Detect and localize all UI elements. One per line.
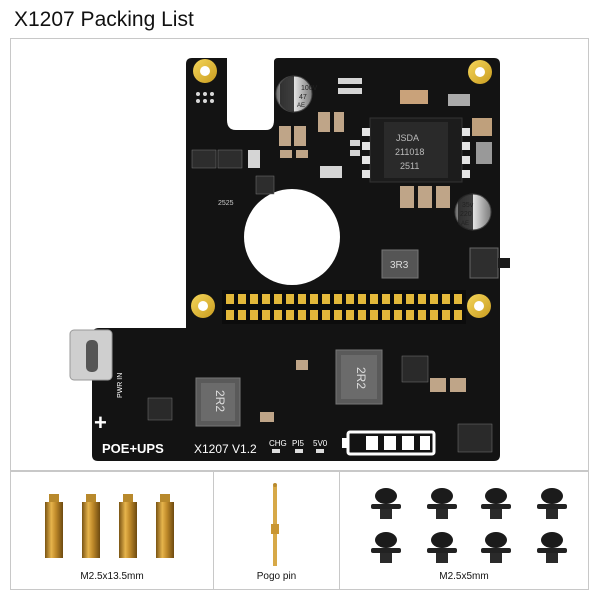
gpio-pin [274, 310, 282, 320]
pogo-pin-icon [271, 483, 279, 566]
screw [371, 532, 401, 563]
gpio-pin [238, 294, 246, 304]
accessories-panel: M2.5x13.5mm Pogo pin M2.5x5mm [10, 471, 589, 590]
battery-icon [342, 430, 436, 456]
inductor-right [335, 349, 383, 405]
gpio-pin [430, 294, 438, 304]
gpio-pin [406, 294, 414, 304]
cap-big-voltage: 35v [462, 202, 474, 209]
board-frame [10, 38, 589, 471]
screw [537, 488, 567, 519]
inductor-3r3 [381, 249, 419, 279]
brass-standoff-icon [45, 494, 174, 558]
mount-hole-bl [191, 294, 215, 318]
gpio-pin [358, 310, 366, 320]
gpio-header [222, 290, 466, 324]
screw [427, 532, 457, 563]
inductor-left [195, 377, 241, 427]
gpio-pin [370, 310, 378, 320]
gpio-pin [418, 310, 426, 320]
pogo-cell: Pogo pin [214, 472, 340, 589]
gpio-pin [274, 294, 282, 304]
gpio-pin [430, 310, 438, 320]
standoff-cell: M2.5x13.5mm [11, 472, 214, 589]
usb-c-port [69, 329, 113, 381]
gpio-pin [226, 294, 234, 304]
gpio-pin [298, 310, 306, 320]
transformer-brand: JSDA [396, 133, 419, 143]
screw [371, 488, 401, 519]
plus-marker: + [94, 410, 107, 435]
gpio-pin [358, 294, 366, 304]
cap-small-code: AE [297, 103, 305, 109]
transformer [362, 117, 470, 183]
silk-number: 2525 [218, 200, 234, 207]
gpio-pin [418, 294, 426, 304]
gpio-pin [262, 310, 270, 320]
gpio-pin [286, 310, 294, 320]
led-chg-label: CHG [269, 439, 287, 448]
gpio-pin [454, 294, 462, 304]
gpio-pin [334, 294, 342, 304]
gpio-pin [442, 294, 450, 304]
mount-hole-br [467, 294, 491, 318]
gpio-pin [454, 310, 462, 320]
led-5v0-label: 5V0 [313, 439, 328, 448]
gpio-pin [442, 310, 450, 320]
gpio-pin [238, 310, 246, 320]
transformer-code: 211018 [395, 147, 424, 157]
gpio-pin [250, 294, 258, 304]
model-label: X1207 V1.2 [194, 442, 257, 456]
screw [537, 532, 567, 563]
pogo-label: Pogo pin [256, 571, 297, 582]
screw-label: M2.5x5mm [439, 571, 489, 582]
capacitor-small [275, 75, 313, 113]
gpio-pin [382, 294, 390, 304]
inductor-left-label: 2R2 [213, 390, 227, 412]
gpio-pin [286, 294, 294, 304]
transformer-lot: 2511 [400, 161, 419, 171]
gpio-pin [310, 310, 318, 320]
power-switch [469, 247, 510, 279]
gpio-pin [310, 294, 318, 304]
gpio-pin [346, 310, 354, 320]
cap-big-value: 220 [460, 211, 472, 218]
cap-small-value: 47 [299, 94, 307, 101]
inductor-right-label: 2R2 [354, 367, 368, 389]
gpio-pin [322, 310, 330, 320]
cap-big-code: AE [461, 221, 469, 227]
page-title: X1207 Packing List [14, 8, 194, 31]
screw [481, 488, 511, 519]
gpio-pin [382, 310, 390, 320]
gpio-pin [226, 310, 234, 320]
inductor-center-label: 3R3 [390, 260, 409, 271]
gpio-pin [370, 294, 378, 304]
capacitor-big [454, 193, 492, 231]
gpio-pin [346, 294, 354, 304]
gpio-pin [406, 310, 414, 320]
pcb-board-image: 100V 47 AE JSDA 211018 2511 35v 2 [69, 58, 510, 461]
gpio-pin [394, 310, 402, 320]
gpio-pin [250, 310, 258, 320]
screw [481, 532, 511, 563]
gpio-pin [262, 294, 270, 304]
brand-label: POE+UPS [102, 441, 164, 456]
screw [427, 488, 457, 519]
center-cutout [244, 189, 340, 285]
cap-small-voltage: 100V [301, 85, 318, 92]
black-screw-icon [371, 488, 567, 563]
gpio-pin [322, 294, 330, 304]
led-pi5-label: PI5 [292, 439, 305, 448]
gpio-pin [298, 294, 306, 304]
mount-hole-tl [193, 59, 217, 83]
mount-hole-tr [468, 60, 492, 84]
standoff-label: M2.5x13.5mm [80, 571, 144, 582]
gpio-pin [334, 310, 342, 320]
screw-cell: M2.5x5mm [340, 472, 588, 589]
gpio-pin [394, 294, 402, 304]
pwr-in-label: PWR IN [117, 373, 124, 398]
